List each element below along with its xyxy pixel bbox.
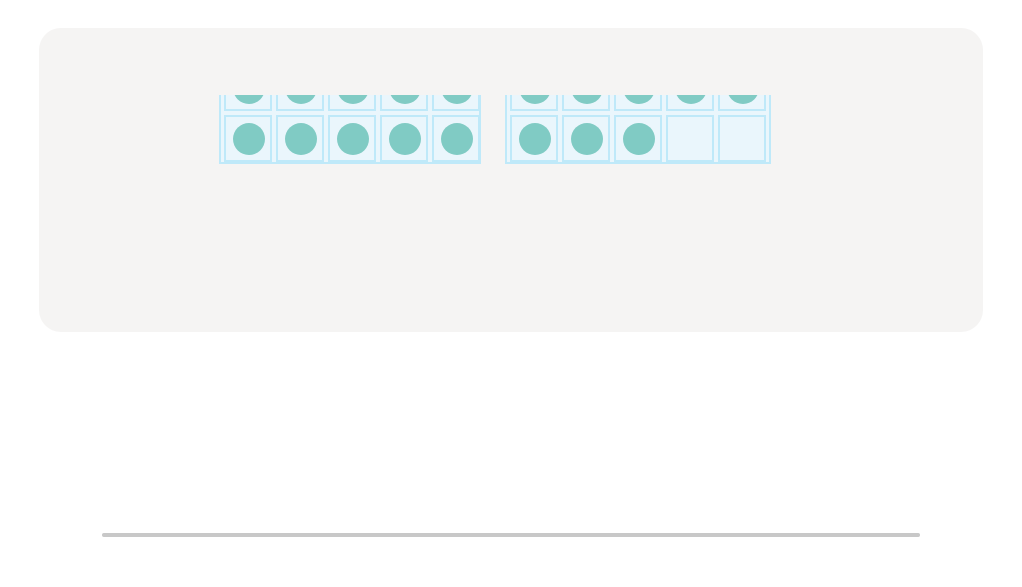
ten-frame-1 [219,95,481,164]
counter-dot [233,123,265,155]
counter-dot [389,95,421,104]
ten-frame-cell [224,95,272,111]
counter-dot [519,123,551,155]
counter-dot [675,95,707,104]
ten-frame-cell [614,115,662,162]
ten-frame-cell [432,95,480,111]
ten-frame-cell [510,95,558,111]
counter-dot [623,123,655,155]
content-card [39,28,983,332]
counter-dot [571,123,603,155]
ten-frame-2 [505,95,771,164]
ten-frame-cell [380,95,428,111]
counter-dot [337,123,369,155]
ten-frame-cell [276,95,324,111]
ten-frame-cell [718,95,766,111]
counter-dot [285,123,317,155]
counter-dot [727,95,759,104]
counter-dot [623,95,655,104]
ten-frame-cell [666,115,714,162]
ten-frames-area [0,95,1022,175]
ten-frame-cell [718,115,766,162]
progress-bar [102,533,920,537]
ten-frame-cell [224,115,272,162]
counter-dot [441,95,473,104]
counter-dot [441,123,473,155]
ten-frame-cell [510,115,558,162]
counter-dot [337,95,369,104]
ten-frame-cell [380,115,428,162]
ten-frame-cell [614,95,662,111]
ten-frame-cell [432,115,480,162]
counter-dot [233,95,265,104]
counter-dot [519,95,551,104]
ten-frame-cell [562,95,610,111]
ten-frame-cell [276,115,324,162]
ten-frame-cell [328,115,376,162]
ten-frame-cell [666,95,714,111]
ten-frame-cell [562,115,610,162]
counter-dot [571,95,603,104]
ten-frame-cell [328,95,376,111]
counter-dot [285,95,317,104]
counter-dot [389,123,421,155]
